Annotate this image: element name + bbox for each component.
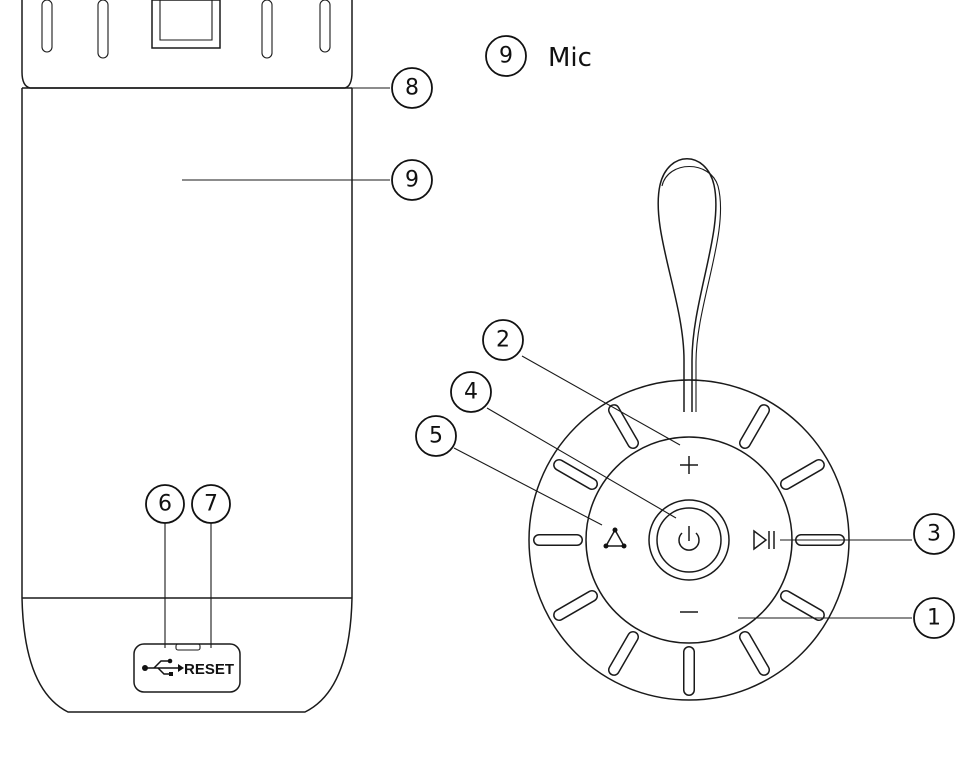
top-cap [21,0,353,89]
callout-3: 3 [913,513,955,555]
top-slots [41,0,331,59]
callout-6: 6 [145,484,185,524]
usb-icon [142,658,184,676]
svg-text:5: 5 [429,424,443,449]
play-pause-icon [753,529,775,551]
power-icon [678,526,700,551]
radial-slots [533,404,845,696]
callout-9: 9 [391,159,433,201]
leader-2 [521,355,681,446]
svg-text:7: 7 [204,492,218,517]
radial-slot [740,632,769,675]
callout-4: 4 [450,371,492,413]
svg-text:6: 6 [158,492,172,517]
legend-number: 9 [499,44,513,69]
triangle-mode-icon [603,527,627,549]
usb-port [175,643,201,651]
callout-1: 1 [913,597,955,639]
power-button [656,507,722,573]
top-view [528,158,850,701]
radial-slot [609,405,638,448]
port-panel: RESET [133,643,241,693]
callout-5: 5 [415,415,457,457]
callout-2: 2 [482,319,524,361]
callout-8: 8 [391,67,433,109]
speaker-body: RESET [21,0,353,713]
legend-label: Mic [548,43,592,73]
svg-text:1: 1 [927,606,941,631]
leader-5 [453,447,603,526]
svg-text:2: 2 [496,328,510,353]
radial-slot [554,460,597,489]
radial-slot [554,591,597,620]
radial-slot [781,591,824,620]
legend-number-circle [485,35,527,77]
legend-mic: 9 Mic [485,35,592,77]
leader-4 [486,407,677,519]
reset-label: RESET [184,661,234,678]
callout-7: 7 [191,484,231,524]
svg-text:8: 8 [405,76,419,101]
radial-slot [740,405,769,448]
radial-slot [609,632,638,675]
power-button-rim [648,499,730,581]
strap-loop [657,158,717,412]
svg-text:3: 3 [927,522,941,547]
bottom-base [21,597,353,713]
plus-icon [680,456,698,474]
strap-connector [151,0,221,49]
svg-text:9: 9 [405,168,419,193]
main-body [21,88,353,598]
svg-text:4: 4 [464,380,478,405]
radial-slot [781,460,824,489]
